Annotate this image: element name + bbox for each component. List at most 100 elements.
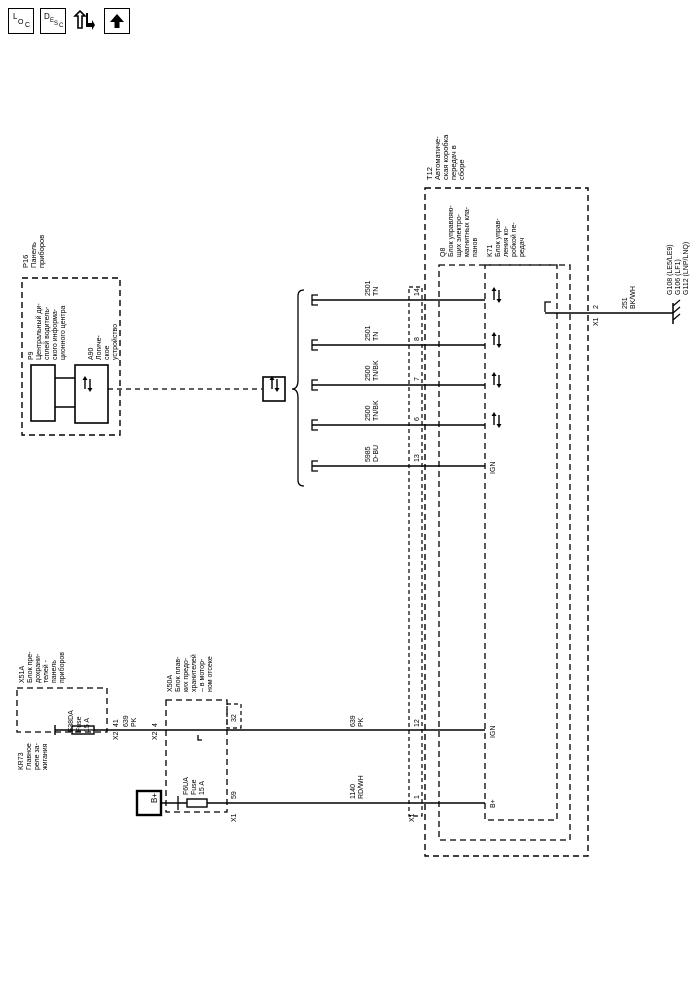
p16-label: P16 Панель приборов [21,235,46,268]
wire5-pin: 13 [414,454,421,462]
x50a-l2: ких предо- [183,657,190,692]
a90-label: A90 Логиче- ское устройство [88,324,119,360]
p16-instrument-panel [21,277,121,436]
q8-l3: магнитных кла- [464,206,471,257]
q8-label: Q8 Блок управляю- щих электро- магнитных… [440,205,479,257]
p16-name1: Панель [29,242,38,268]
x51a-l2: дохрани- [35,653,42,683]
wire1-pin: 14 [414,288,421,296]
x50a-l5: ном отсеке [207,656,214,692]
wire3-color: TN/BK [373,360,380,381]
wire3-pin: 7 [414,377,421,381]
kr73-l1: Главное [26,743,33,770]
wire4-color: TN/BK [373,400,380,421]
kr73-label: KR73 Главное реле за- жигания [18,742,49,770]
x50a-pin32-connector [226,703,242,729]
desc-sub1: E [50,18,55,24]
ign-pin-x50a: 4 [152,723,159,727]
serial-bus-icon [262,376,286,402]
arrow-up-icon [110,14,124,28]
gnd-color: BK/WH [630,286,637,309]
x51a-fuse-block [16,687,108,733]
k71-l3: робкой пе- [510,222,518,257]
a90-id: A90 [88,347,95,360]
k71-l2: ления ко- [503,225,510,257]
ign-label-k71-2: IGN [490,726,497,738]
x51a-l4: панель [51,660,58,683]
p9-l1: Центральный ди- [35,303,43,360]
a90-l3: устройство [111,324,119,360]
q8-l4: панов [472,238,479,257]
ground-l3: G112 (LNP/LNQ) [683,242,690,295]
t12-id: T12 [425,167,434,180]
x50a-fuse-block [165,699,228,813]
x51a-l1: Блок пре- [27,651,34,683]
p9-label: P9 Центральный ди- сплей водитель- ского… [28,303,67,360]
t12-transmission [424,187,589,857]
bplus-label-k71: B+ [490,799,497,808]
q8-l1: Блок управляю- [448,205,455,257]
ground-l2: G106 (LF1) [675,259,682,295]
f6ua-id: F6UA [183,777,190,795]
up-button[interactable] [104,8,130,34]
ground-l1: G108 (LE5/LE9) [667,244,674,295]
k71-label: K71 Блок управ- ления ко- робкой пе- ред… [487,218,526,257]
ign-pin-fuse: 41 [113,719,120,727]
a90-logic-device [74,364,109,424]
ign-color-1: PK [131,717,138,727]
p9-id: P9 [28,351,35,360]
t12-x1-connector [408,286,423,817]
x51a-label: X51A Блок пре- дохрани- телей - панель п… [19,651,66,683]
x2-label-1: X2 [113,731,120,740]
x1-label-x50a: X1 [231,813,238,822]
a90-comm-icon [81,375,94,393]
gnd-circuit: 251 [622,297,629,309]
f6ua-label: F6UA Fuse 15 A [183,777,206,795]
loc-main: L [13,12,18,21]
wire2-color: TN [373,332,380,341]
bat-color: RD/WH [358,775,365,799]
k71-l1: Блок управ- [495,218,502,257]
ign-color-2: PK [358,717,365,727]
f38da-label: F38DA Fuse 15 A [68,710,91,732]
x50a-l4: – в мотор- [199,658,206,692]
a90-l1: Логиче- [96,335,103,360]
p9-l3: ского информа- [52,308,59,360]
ign-circuit-1: 639 [123,715,130,727]
wire2-pin: 8 [414,337,421,341]
p16-name2: приборов [37,235,46,268]
p16-id: P16 [21,255,30,268]
diagnostic-flow-icon [73,9,95,30]
battery-label: B+ [150,793,159,803]
desc-main: D [44,12,50,21]
ign-label-k71-1: IGN [490,462,497,474]
bat-circuit: 1140 [350,784,357,799]
wire4-circuit: 2500 [365,405,372,421]
wire1-circuit: 2501 [365,280,372,296]
f38da-l2: 15 A [84,718,91,732]
f6ua-l2: 15 A [199,781,206,795]
diagnostic-flow-button[interactable] [72,8,98,34]
q8-l2: щих электро- [456,213,463,257]
wire1-color: TN [373,287,380,296]
q8-id: Q8 [440,248,447,257]
k71-tcm [484,264,558,821]
description-button[interactable]: D E S C [40,8,66,34]
toolbar: L O C D E S C [8,8,130,34]
wire5-circuit: 5985 [365,446,372,462]
bat-pin-x50a: 59 [231,791,238,799]
kr73-id: KR73 [18,752,25,770]
t12-x1-label: X1 [409,813,416,822]
loc-sub2: C [25,22,31,29]
gnd-pin: 2 [593,305,600,309]
k71-l4: редач [519,238,526,257]
f38da-id: F38DA [68,710,75,732]
location-button[interactable]: L O C [8,8,34,34]
x51a-l5: приборов [58,652,66,683]
